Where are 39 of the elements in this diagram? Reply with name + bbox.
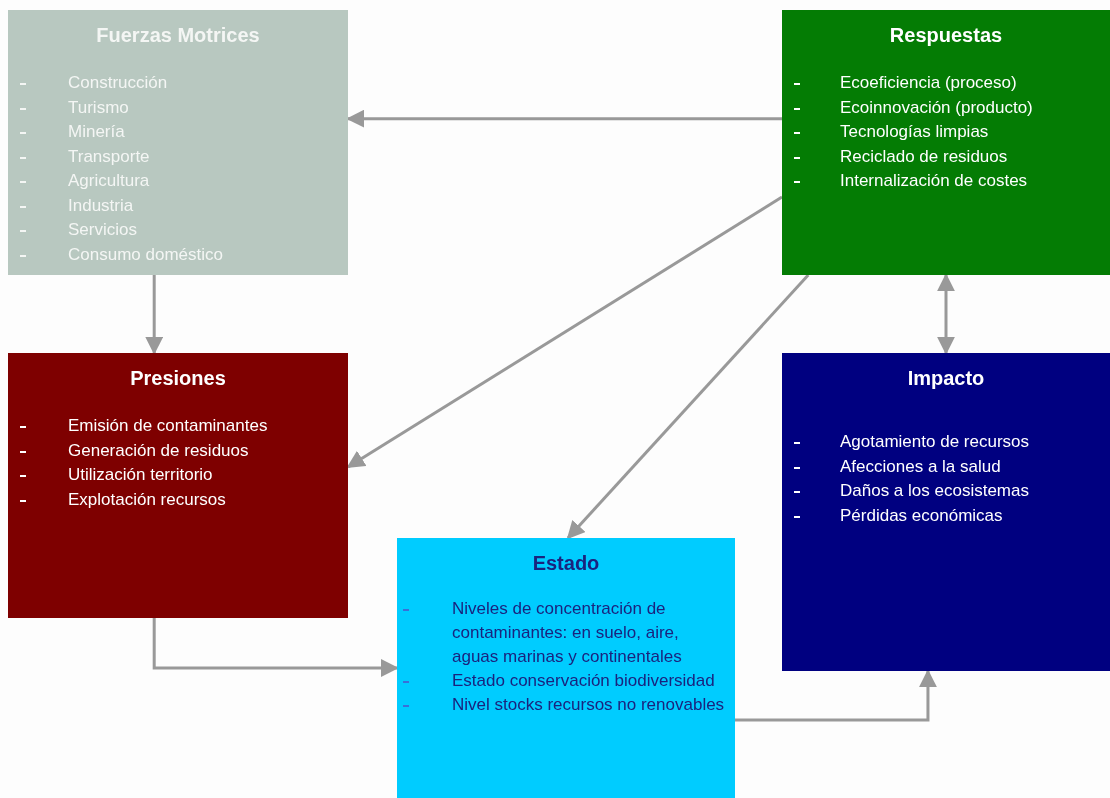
arrow xyxy=(937,273,955,355)
impact-box xyxy=(782,353,1110,671)
arrow xyxy=(735,669,937,722)
list-item-text: Generación de residuos xyxy=(68,439,250,462)
list-item-text: Turismo xyxy=(68,96,130,119)
arrow xyxy=(145,275,164,355)
list-item-text: Emisión de contaminantes xyxy=(68,415,269,437)
list-item-text: Agricultura xyxy=(68,170,151,192)
arrow xyxy=(566,274,810,540)
box-heading: Estado xyxy=(531,551,601,575)
state-box xyxy=(397,538,735,798)
list-item-text: Consumo doméstico xyxy=(68,243,224,266)
list-item-text: Transporte xyxy=(68,145,151,168)
box-heading: Impacto xyxy=(906,366,986,390)
list-item-text: Industria xyxy=(68,194,135,217)
list-item-text: Ecoinnovación (producto) xyxy=(840,96,1034,119)
list-item-text: Reciclado de residuos xyxy=(840,145,1009,168)
list-item-text: Daños a los ecosistemas xyxy=(840,480,1030,502)
list-item-text: Servicios xyxy=(68,219,138,241)
list-item-text: Estado conservación biodiversidad xyxy=(452,670,716,692)
arrow xyxy=(152,618,399,677)
list-item-text: Tecnologías limpias xyxy=(840,121,990,143)
list-item-text: Minería xyxy=(68,121,126,143)
box-heading: Fuerzas Motrices xyxy=(95,23,261,47)
list-item-text: Ecoeficiencia (proceso) xyxy=(840,72,1018,94)
driving-forces-box xyxy=(8,10,348,275)
box-heading: Presiones xyxy=(129,366,227,390)
list-item-text: Niveles de concentración de contaminantes: en suelo, aire, aguas marinas y continentales xyxy=(452,598,683,668)
list-item-text: Afecciones a la salud xyxy=(840,455,1002,478)
list-item-text: Agotamiento de recursos xyxy=(840,431,1030,453)
responses-box xyxy=(782,10,1110,275)
box-heading: Respuestas xyxy=(888,23,1004,47)
list-item-text: Internalización de costes xyxy=(840,170,1029,192)
list-item-text: Construcción xyxy=(68,72,169,94)
list-item-text: Explotación recursos xyxy=(68,488,227,511)
list-item-text: Utilización territorio xyxy=(68,464,214,486)
list-item-text: Pérdidas económicas xyxy=(840,504,1004,527)
pressures-box xyxy=(8,353,348,618)
list-item-text: Nivel stocks recursos no renovables xyxy=(452,694,726,716)
